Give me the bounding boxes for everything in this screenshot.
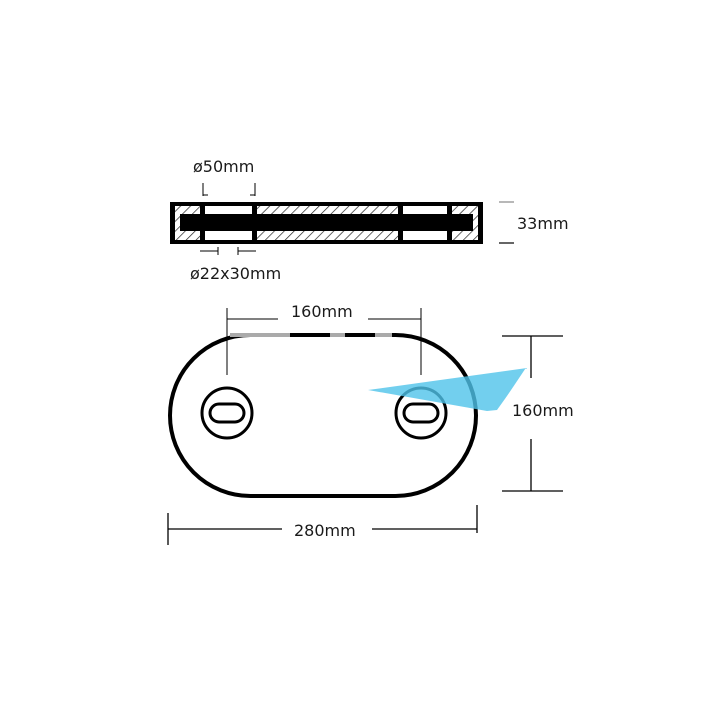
core-bar: [180, 214, 473, 231]
height-dimension: [502, 335, 563, 492]
side-section-view: ø50mm ø22x30mm 33mm: [170, 157, 569, 283]
thickness-dimension: [499, 201, 514, 244]
length-label: 280mm: [294, 521, 356, 540]
plate-outline: [168, 333, 478, 498]
hole-diameter-label: ø50mm: [193, 157, 254, 176]
thickness-label: 33mm: [517, 214, 569, 233]
length-dimension: [167, 505, 478, 545]
height-label: 160mm: [512, 401, 574, 420]
hole-spacing-dimension: [226, 308, 422, 375]
top-view: 160mm 160mm 280mm: [167, 302, 574, 545]
slot-size-dimension: [200, 247, 256, 255]
blue-overlay-shape: [368, 368, 527, 411]
slot-size-label: ø22x30mm: [190, 264, 281, 283]
hole-diameter-dimension: [202, 183, 256, 196]
hole-spacing-label: 160mm: [291, 302, 353, 321]
left-mounting-hole: [200, 386, 254, 440]
blue-overlay-highlight: [499, 368, 527, 409]
